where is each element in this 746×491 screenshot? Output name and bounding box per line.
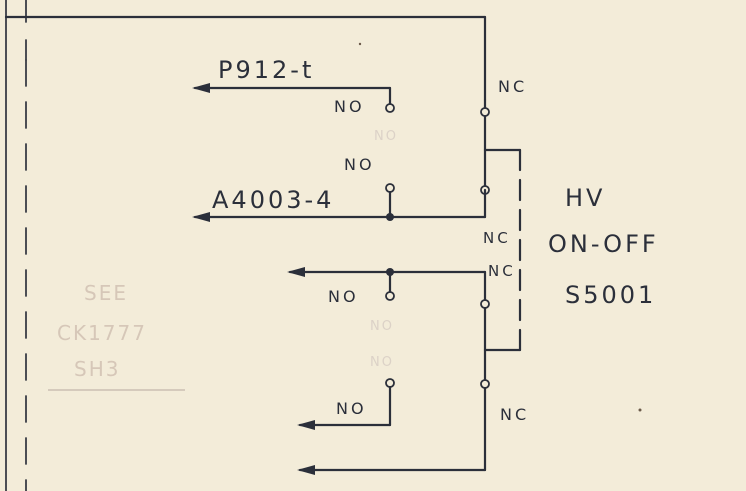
wire-p912 [192, 83, 395, 113]
label-hv: HV [565, 184, 605, 212]
switch-pole-middle [287, 267, 490, 352]
reference-note: SEE CK1777 SH3 [48, 281, 185, 391]
faint-no-c: NO [370, 355, 394, 370]
note-line-1: SEE [84, 281, 128, 305]
switch-pole-lower [297, 348, 490, 475]
label-nc-mid: NC [483, 229, 511, 247]
label-s5001: S5001 [565, 281, 656, 309]
note-line-2: CK1777 [57, 321, 147, 345]
label-nc-lower: NC [488, 262, 516, 280]
label-no-lower: NO [328, 287, 359, 306]
label-no-bottom: NO [336, 399, 367, 418]
label-no-mid: NO [344, 155, 375, 174]
label-nc-bottom: NC [500, 405, 529, 424]
label-onoff: ON-OFF [548, 230, 659, 258]
label-p912: P912-t [218, 56, 314, 84]
note-line-3: SH3 [74, 357, 120, 381]
label-a4003: A4003-4 [212, 186, 334, 214]
faint-no-b: NO [370, 319, 394, 334]
label-nc-top: NC [498, 77, 527, 96]
wire-a4003 [192, 183, 487, 222]
faint-no-a: NO [374, 129, 398, 144]
left-border [5, 0, 27, 491]
switch-pole-upper [480, 107, 522, 352]
label-no-top: NO [334, 97, 365, 116]
